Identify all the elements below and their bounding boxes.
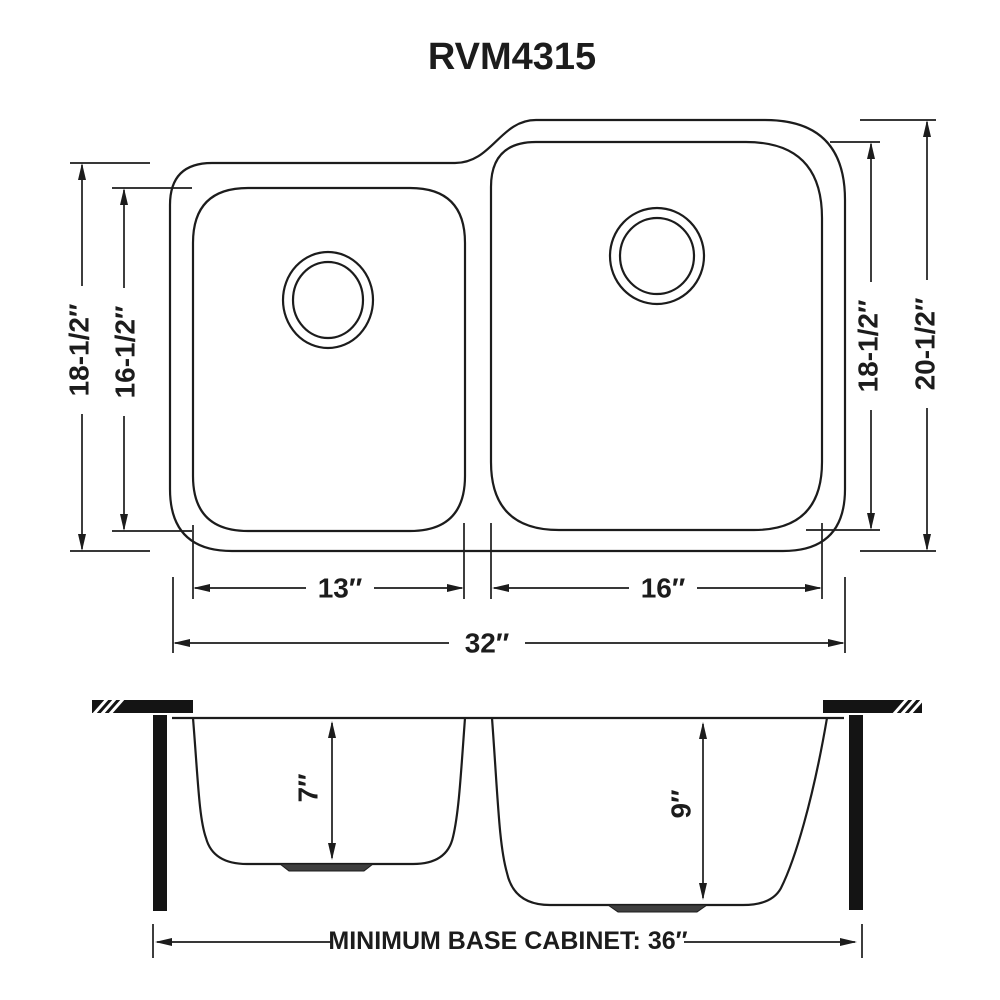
left-bowl-outline [191, 186, 467, 533]
arrowhead-left [193, 584, 210, 592]
dim-left-overall-height: 18-1/2″ [61, 162, 150, 552]
top-view: 18-1/2″ 16-1/2″ 18-1/2″ [61, 118, 943, 659]
arrowhead-up [120, 188, 128, 205]
dim-label: 7″ [293, 774, 324, 803]
arrowhead-up [867, 142, 875, 159]
dim-base-cabinet: MINIMUM BASE CABINET: 36″ [152, 924, 863, 958]
product-title: RVM4315 [428, 36, 596, 78]
dim-label: 13″ [318, 573, 363, 604]
left-drain-outer [281, 250, 375, 350]
arrowhead-down [699, 883, 707, 900]
arrowhead-down [120, 514, 128, 531]
arrowhead-right [805, 584, 822, 592]
break-marks-left [91, 697, 126, 716]
arrowhead-down [328, 843, 336, 860]
cabinet-wall-left [153, 715, 167, 911]
dim-left-bowl-height: 16-1/2″ [107, 187, 192, 532]
right-drain-inner [618, 216, 696, 296]
label-mask [449, 627, 525, 659]
arrowhead-up [923, 120, 931, 137]
cabinet-wall-right [849, 715, 863, 910]
dim-left-bowl-depth: 7″ [293, 721, 336, 860]
right-drain-ledge [606, 904, 709, 913]
left-drain-inner [291, 260, 365, 340]
cabinet-label: MINIMUM BASE CABINET: 36″ [328, 927, 687, 955]
dim-label: 32″ [465, 628, 510, 659]
label-mask [107, 288, 143, 416]
arrowhead-right [828, 639, 845, 647]
arrowhead-up [328, 721, 336, 738]
arrowhead-left [492, 584, 509, 592]
label-mask [61, 286, 97, 414]
dim-label: 18-1/2″ [64, 304, 95, 397]
arrowhead-down [78, 534, 86, 551]
break-marks-right [891, 697, 926, 716]
dim-label: 20-1/2″ [910, 298, 941, 391]
countertop-left [92, 700, 193, 713]
dim-right-bowl-height: 18-1/2″ [806, 141, 886, 531]
label-mask [907, 280, 943, 408]
dim-right-bowl-depth: 9″ [666, 722, 707, 900]
label-mask [332, 925, 684, 958]
dim-label: 18-1/2″ [853, 300, 884, 393]
dim-label: 16″ [641, 573, 686, 604]
dim-label: 9″ [666, 790, 697, 819]
label-mask [306, 572, 374, 604]
side-view: 7″ 9″ MINIMUM BASE CABINET: 36″ [91, 697, 926, 958]
left-drain-ledge [278, 863, 375, 872]
label-mask [629, 572, 697, 604]
arrowhead-up [78, 163, 86, 180]
right-bowl-outline [489, 140, 824, 532]
dim-overall-width: 32″ [173, 627, 845, 659]
right-drain-outer [608, 206, 706, 306]
right-bowl-profile [490, 717, 829, 907]
dim-label: 16-1/2″ [110, 306, 141, 399]
arrowhead-down [923, 534, 931, 551]
arrowhead-left [173, 639, 190, 647]
left-bowl-profile [191, 717, 467, 866]
label-mask [850, 282, 886, 410]
arrowhead-left [155, 938, 172, 946]
arrowhead-down [867, 513, 875, 530]
arrowhead-right [840, 938, 857, 946]
dim-right-overall-height: 20-1/2″ [860, 119, 943, 552]
sink-outer-outline [168, 118, 847, 553]
arrowhead-up [699, 722, 707, 739]
dim-right-bowl-width: 16″ [492, 572, 822, 604]
arrowhead-right [447, 584, 464, 592]
dim-left-bowl-width: 13″ [193, 572, 464, 604]
